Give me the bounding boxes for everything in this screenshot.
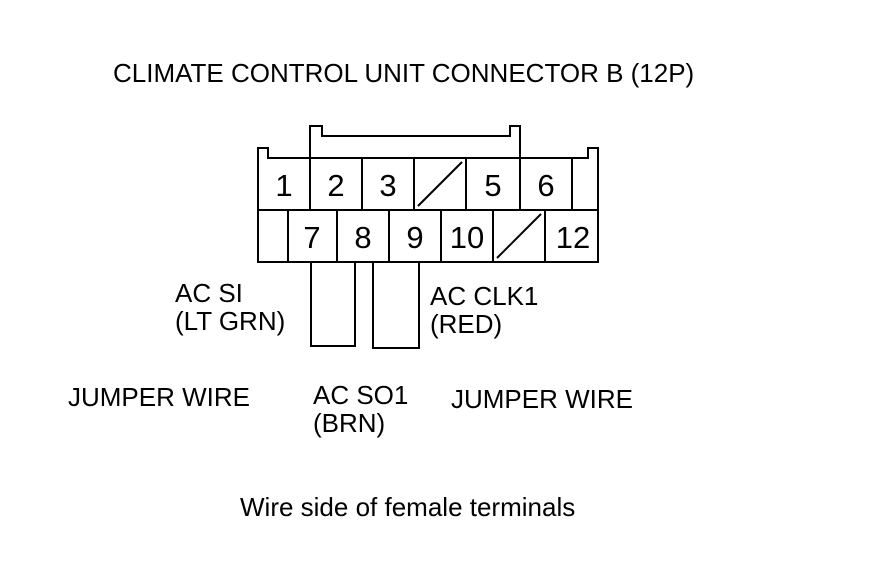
jumper-wire-left-label: JUMPER WIRE [68,382,250,412]
ac-clk1-name: AC CLK1 [430,281,539,311]
pin-7: 7 [303,220,320,255]
ac-so1-color: (BRN) [313,408,386,438]
ac-so1-name: AC SO1 [313,380,409,410]
unused-cavity-4-slash [417,161,463,207]
jumper-wire-left [310,262,356,347]
ac-si-color: (LT GRN) [175,306,286,336]
connector-lock-tab [309,125,521,158]
jumper-wire-right-label: JUMPER WIRE [451,384,633,414]
top-row-pins: 1 2 3 5 6 [275,168,554,203]
ac-so1-label: AC SO1 (BRN) [313,381,408,437]
ac-clk1-label: AC CLK1 (RED) [430,282,538,338]
bottom-row-pins: 7 8 9 10 12 [303,220,590,255]
ac-si-name: AC SI [175,278,243,308]
pin-12: 12 [556,220,590,255]
pin-1: 1 [275,168,292,203]
ac-si-label: AC SI (LT GRN) [175,279,285,335]
pin-6: 6 [537,168,554,203]
bottom-row-dividers [287,210,546,262]
connector-housing [257,147,599,263]
pin-3: 3 [379,168,396,203]
pin-8: 8 [354,220,371,255]
pin-9: 9 [406,220,423,255]
diagram-caption: Wire side of female terminals [240,492,576,522]
unused-cavity-11-slash [496,213,542,259]
ac-clk1-color: (RED) [430,309,503,339]
pin-5: 5 [484,168,501,203]
diagram-title: CLIMATE CONTROL UNIT CONNECTOR B (12P) [113,58,695,88]
jumper-wire-right [372,262,420,349]
pin-10: 10 [450,220,484,255]
top-row-dividers [309,158,573,210]
pin-2: 2 [327,168,344,203]
